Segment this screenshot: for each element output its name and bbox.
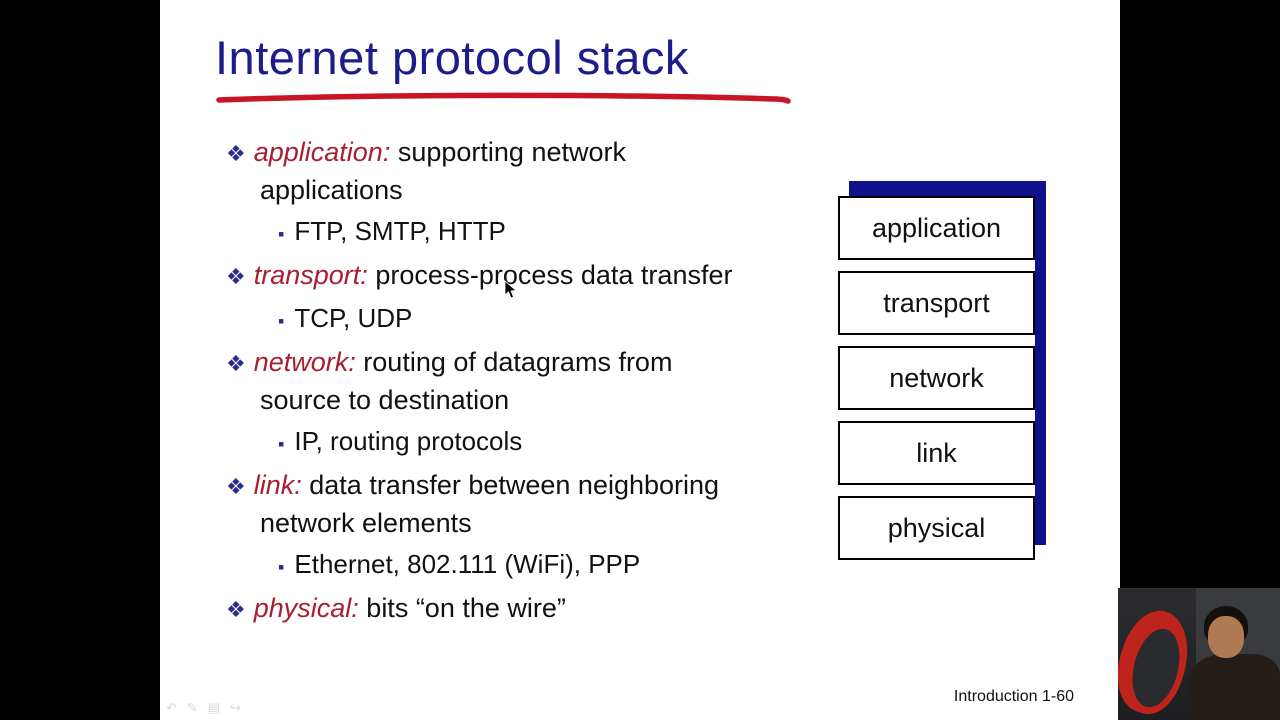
undo-icon[interactable]: ↶: [166, 700, 177, 715]
bullet-network: ❖ network: routing of datagrams from sour…: [226, 344, 738, 418]
title-underline-swoosh: [216, 92, 791, 104]
subbullet-text: FTP, SMTP, HTTP: [294, 216, 506, 246]
stack-layer-physical: physical: [838, 496, 1035, 560]
bullet-physical: ❖ physical: bits “on the wire”: [226, 590, 738, 628]
stack-boxes: application transport network link physi…: [838, 196, 1035, 560]
grid-icon[interactable]: ▤: [207, 700, 221, 715]
diamond-bullet-icon: ❖: [226, 351, 246, 376]
stack-layer-transport: transport: [838, 271, 1035, 335]
square-bullet-icon: ▪: [278, 311, 285, 331]
bullet-application: ❖ application: supporting network applica…: [226, 134, 738, 208]
diamond-bullet-icon: ❖: [226, 597, 246, 622]
square-bullet-icon: ▪: [278, 434, 285, 454]
stack-layer-network: network: [838, 346, 1035, 410]
diamond-bullet-icon: ❖: [226, 474, 246, 499]
bullet-text: bits “on the wire”: [366, 593, 566, 623]
bullet-text: data transfer between neighboring networ…: [260, 470, 735, 538]
subbullet-application: ▪ FTP, SMTP, HTTP: [226, 213, 738, 252]
forward-icon[interactable]: ↪: [230, 700, 242, 715]
subbullet-text: IP, routing protocols: [294, 426, 523, 456]
presenter-face: [1208, 616, 1244, 658]
bullet-text: process-process data transfer: [375, 260, 733, 290]
pen-icon[interactable]: ✎: [186, 700, 198, 715]
subbullet-text: Ethernet, 802.111 (WiFi), PPP: [294, 549, 641, 579]
presenter-webcam: [1118, 588, 1280, 720]
stack-layer-link: link: [838, 421, 1035, 485]
subbullet-link: ▪ Ethernet, 802.111 (WiFi), PPP: [226, 546, 738, 585]
presenter-body: [1188, 654, 1280, 720]
bullet-term: network:: [253, 347, 356, 377]
subbullet-transport: ▪ TCP, UDP: [226, 300, 738, 339]
bullet-link: ❖ link: data transfer between neighboring…: [226, 467, 738, 541]
square-bullet-icon: ▪: [278, 557, 285, 577]
square-bullet-icon: ▪: [278, 224, 285, 244]
bullet-term: link:: [253, 470, 302, 500]
mouse-cursor-icon: [504, 280, 517, 299]
bullet-term: transport:: [253, 260, 368, 290]
bullet-transport: ❖ transport: process-process data transfe…: [226, 257, 738, 295]
slide-canvas: Internet protocol stack ❖ application: su…: [160, 0, 1120, 720]
bullet-text: supporting network applications: [260, 137, 634, 205]
bullet-text: routing of datagrams from source to dest…: [260, 347, 680, 415]
diamond-bullet-icon: ❖: [226, 264, 246, 289]
presenter-toolbar: ↶ ✎ ▤ ↪: [166, 700, 241, 716]
subbullet-text: TCP, UDP: [294, 303, 413, 333]
bullet-term: application:: [253, 137, 391, 167]
bullet-list: ❖ application: supporting network applica…: [226, 134, 738, 633]
subbullet-network: ▪ IP, routing protocols: [226, 423, 738, 462]
slide-title: Internet protocol stack: [215, 31, 689, 84]
protocol-stack-diagram: application transport network link physi…: [838, 181, 1046, 560]
stack-layer-application: application: [838, 196, 1035, 260]
slide-page-number: Introduction 1-60: [953, 688, 1074, 705]
diamond-bullet-icon: ❖: [226, 141, 246, 166]
bullet-term: physical:: [253, 593, 359, 623]
